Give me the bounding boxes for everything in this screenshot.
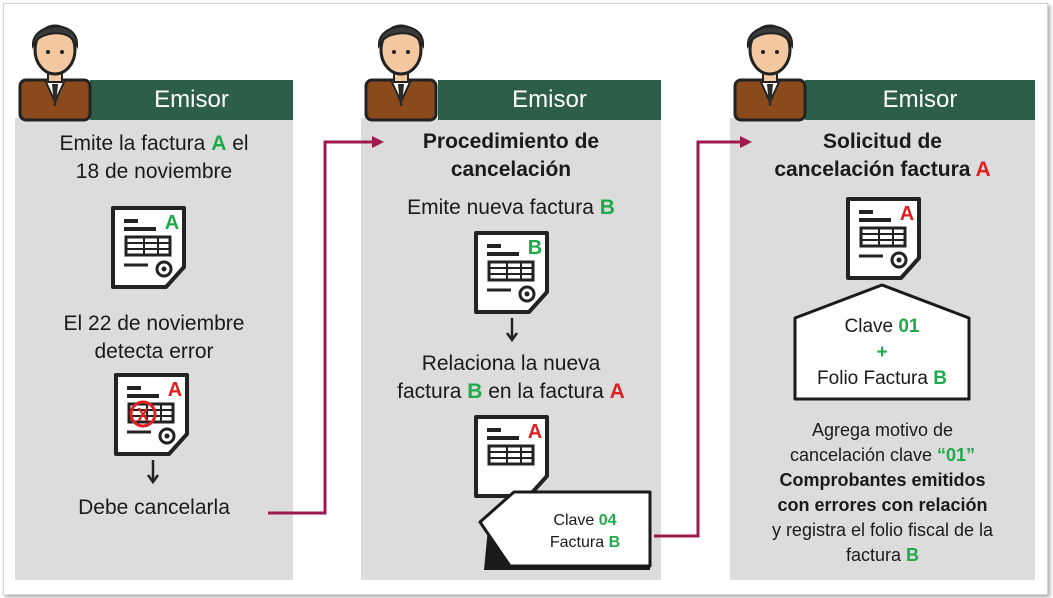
relation-tag-text: Clave 04 Factura B (549, 512, 621, 551)
invoice-document-icon: B (474, 231, 549, 314)
doc-letter: A (168, 379, 182, 401)
panel-1 (15, 118, 293, 580)
relation-tag-shape (478, 490, 652, 570)
panel-3-title: Solicitud de cancelación factura A (774, 130, 991, 181)
panel-1-intro: Emite la factura A el 18 de noviembre (59, 132, 249, 183)
panel-3-header: Emisor (805, 80, 1035, 120)
down-arrow-icon (146, 460, 160, 485)
doc-letter: A (528, 421, 542, 443)
doc-letter: A (900, 203, 914, 225)
panel-2-header-label: Emisor (512, 86, 587, 113)
doc-letter: B (528, 237, 542, 259)
invoice-document-icon: A (474, 415, 549, 498)
panel-1-bottom: Debe cancelarla (78, 496, 230, 519)
doc-letter: A (165, 212, 179, 234)
panel-1-header: Emisor (90, 80, 293, 120)
panel-3-description: Agrega motivo de cancelación clave “01” … (771, 420, 994, 565)
invoice-document-icon: A (111, 206, 186, 289)
panel-1-detect: El 22 de noviembre detecta error (63, 312, 245, 363)
panel-2-relation: Relaciona la nueva factura B en la factu… (397, 352, 625, 403)
panel-2-title: Procedimiento de cancelación (422, 130, 600, 181)
invoice-document-icon: A (846, 197, 921, 280)
pentagon-box-shape (793, 283, 971, 401)
invoice-error-document-icon: X A (114, 373, 189, 456)
panel-2-emit: Emite nueva factura B (407, 196, 615, 219)
person-icon (733, 24, 807, 122)
panel-3-header-label: Emisor (882, 86, 958, 113)
error-mark: X (137, 405, 149, 425)
down-arrow-icon (505, 318, 519, 343)
person-icon (18, 24, 92, 122)
panel-2-header: Emisor (438, 80, 661, 120)
panel-1-header-label: Emisor (154, 86, 229, 113)
pentagon-box-text: Clave 01 + Folio Factura B (817, 316, 947, 389)
person-icon (364, 24, 438, 122)
